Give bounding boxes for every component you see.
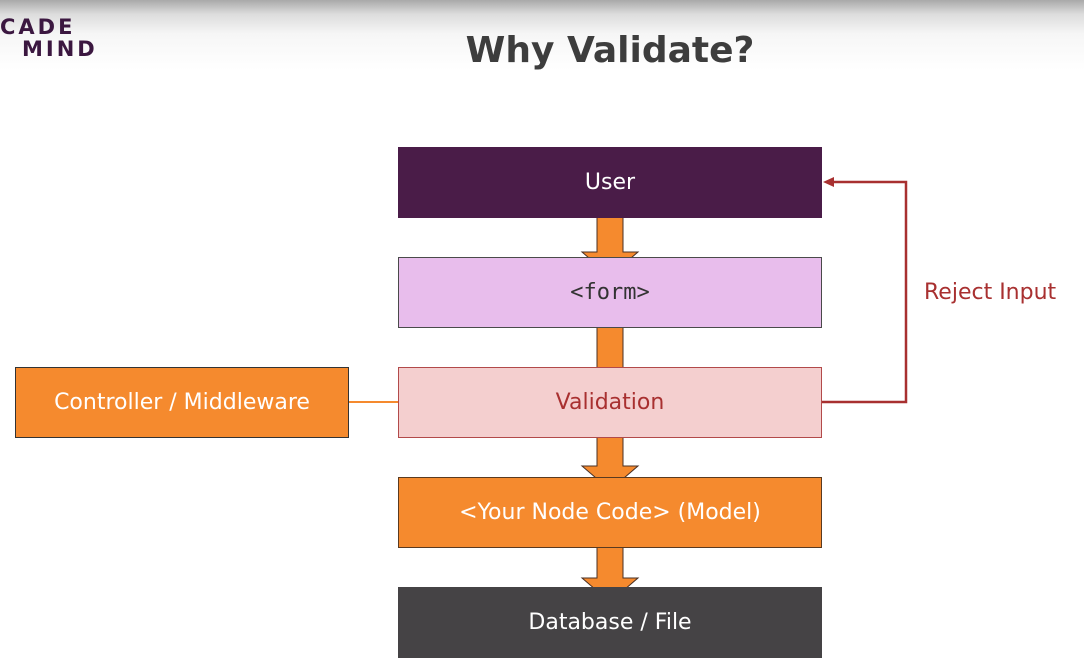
validation-box: Validation xyxy=(398,367,822,438)
reject-input-label: Reject Input xyxy=(924,280,1057,305)
reject-input-arrowhead xyxy=(823,177,834,187)
logo-line-1: CADE xyxy=(0,15,76,39)
reject-input-path xyxy=(822,180,908,404)
node-code-box: <Your Node Code> (Model) xyxy=(398,477,822,548)
logo-line-2: MIND xyxy=(22,37,98,61)
slide-header-bar xyxy=(0,0,1084,90)
controller-middleware-box: Controller / Middleware xyxy=(15,367,349,438)
slide-title: Why Validate? xyxy=(465,30,755,71)
user-box: User xyxy=(398,147,822,218)
form-box: <form> xyxy=(398,257,822,328)
brand-logo: CADE MIND xyxy=(0,16,98,60)
database-box: Database / File xyxy=(398,587,822,658)
